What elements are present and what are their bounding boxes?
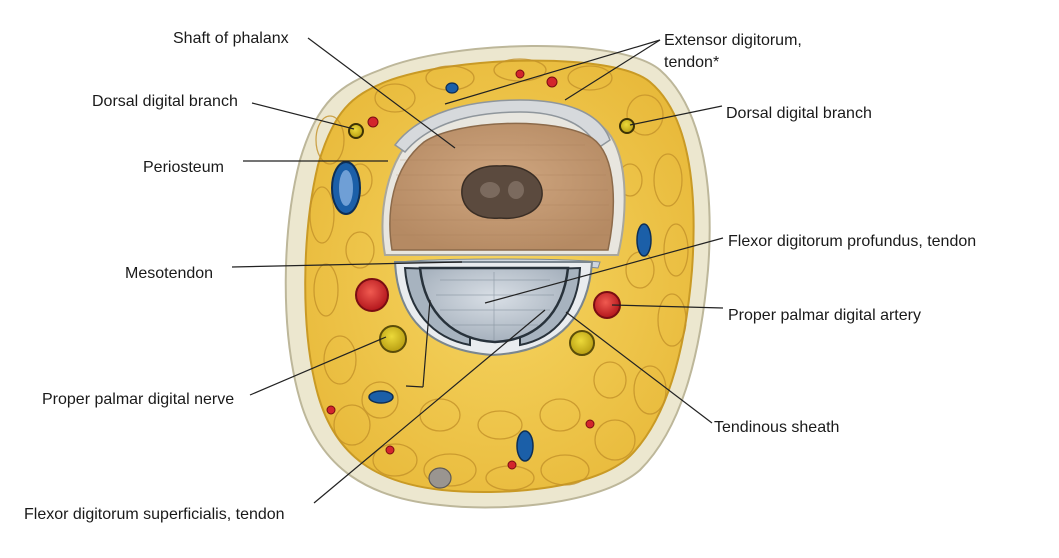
medullary-cavity: [461, 165, 543, 220]
label-flexor-digitorum-superficialis: Flexor digitorum superficialis, tendon: [24, 506, 285, 523]
leader-flexor-profundus: [484, 237, 724, 304]
label-extensor-digitorum-line2: tendon*: [664, 54, 720, 71]
tendon-fibres: [436, 272, 554, 340]
leader-extensor-2: [444, 39, 661, 105]
label-shaft-of-phalanx: Shaft of phalanx: [173, 30, 289, 47]
grey-nodule: [428, 467, 452, 489]
marrow-spot: [508, 181, 524, 199]
leader-dorsal-right: [629, 105, 723, 126]
label-dorsal-digital-branch-right: Dorsal digital branch: [726, 105, 872, 122]
dorsal-digital-branch-left-nerve: [348, 123, 364, 139]
leader-palmar-nerve: [249, 336, 387, 396]
leader-lines: [231, 37, 724, 504]
leader-palmar-artery: [611, 304, 724, 309]
vein: [368, 390, 394, 404]
label-periosteum: Periosteum: [143, 159, 224, 176]
proper-palmar-digital-nerve-left: [379, 325, 407, 353]
dorsal-digital-branch-right-nerve: [619, 118, 635, 134]
leader-superficialis-c: [405, 385, 424, 388]
small-arteries: [326, 69, 595, 470]
proper-palmar-digital-nerve-right: [569, 330, 595, 356]
label-flexor-digitorum-profundus: Flexor digitorum profundus, tendon: [728, 233, 977, 250]
label-extensor-digitorum-line1: Extensor digitorum,: [664, 32, 802, 49]
leader-superficialis-b: [422, 299, 431, 388]
label-dorsal-digital-branch-left: Dorsal digital branch: [92, 93, 238, 110]
leader-extensor: [564, 39, 661, 101]
fat-lobules: [309, 58, 689, 491]
vein: [445, 82, 459, 94]
vein: [339, 170, 353, 206]
marrow-spot: [480, 182, 500, 198]
leader-superficialis-a: [313, 309, 546, 504]
vein: [516, 430, 534, 462]
leader-tendinous-sheath: [565, 311, 713, 424]
leader-mesotendon: [231, 261, 463, 268]
leader-dorsal-left: [251, 102, 355, 130]
leader-shaft-of-phalanx: [307, 37, 456, 149]
proper-palmar-digital-artery-left: [355, 278, 389, 312]
label-proper-palmar-digital-artery: Proper palmar digital artery: [728, 307, 921, 324]
extensor-tendon: [393, 99, 611, 154]
label-mesotendon: Mesotendon: [125, 265, 214, 282]
label-tendinous-sheath: Tendinous sheath: [714, 419, 840, 436]
vein: [636, 223, 652, 257]
label-proper-palmar-digital-nerve: Proper palmar digital nerve: [42, 391, 235, 408]
